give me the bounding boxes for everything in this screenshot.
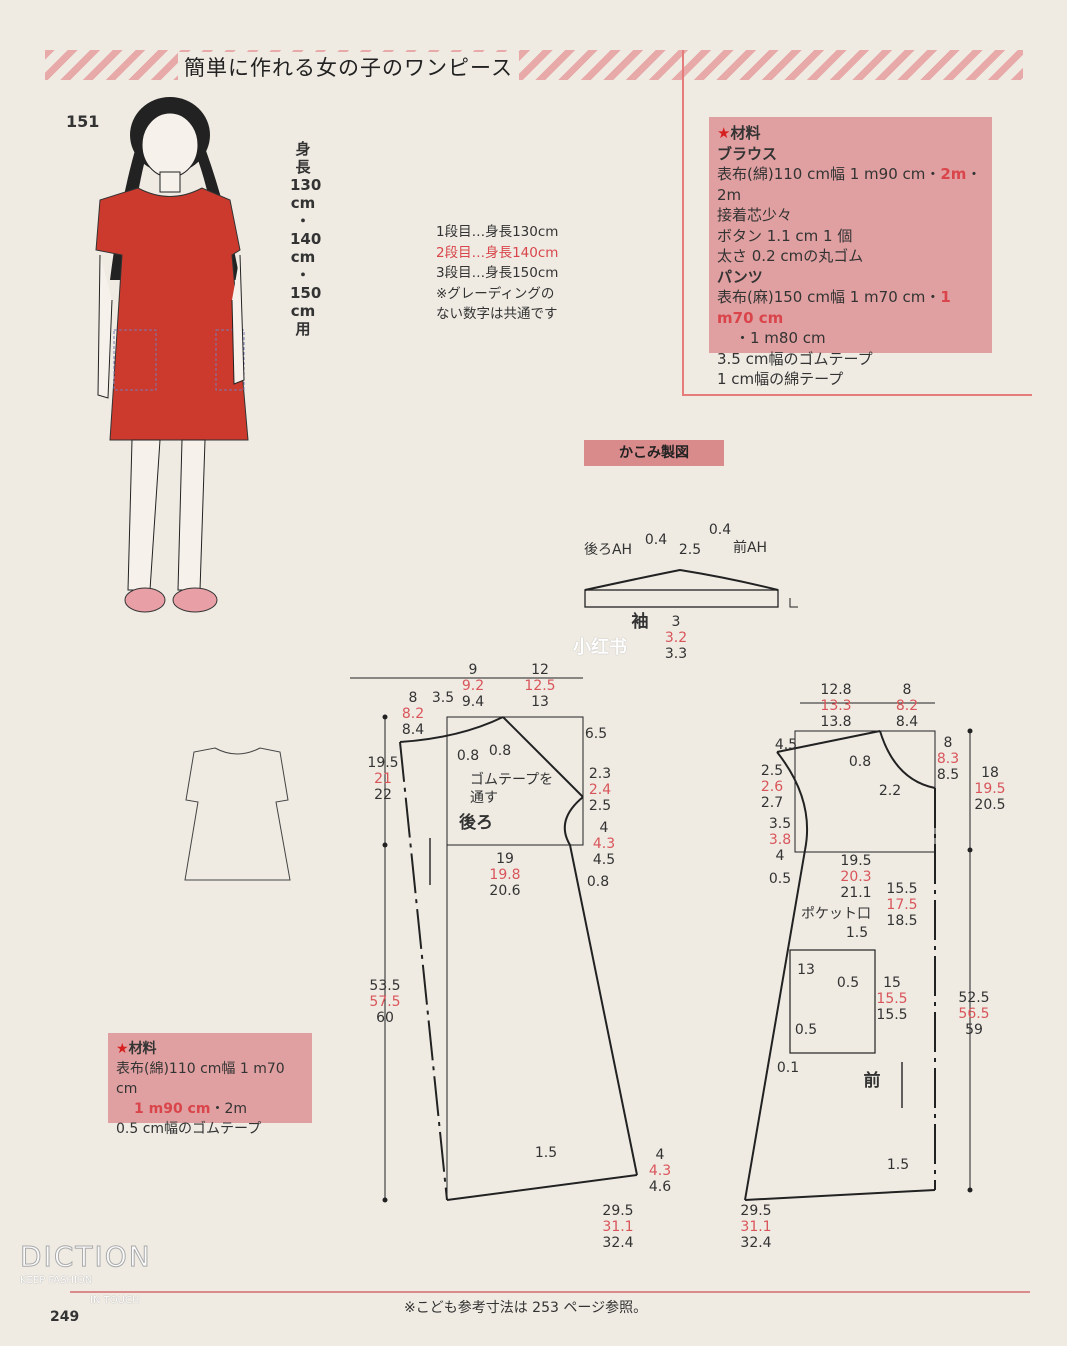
girl-illustration-icon bbox=[95, 97, 249, 613]
label: 0.5 bbox=[768, 871, 792, 887]
divider-horizontal bbox=[682, 394, 1032, 396]
page-number: 249 bbox=[50, 1309, 80, 1325]
star-icon: ★ bbox=[116, 1041, 129, 1057]
sleeve-label: 袖 bbox=[631, 612, 649, 632]
label: 0.8 bbox=[488, 743, 512, 759]
back-bodice-pattern bbox=[350, 677, 638, 1201]
note: ゴムテープを bbox=[470, 772, 554, 788]
label: 0.8 bbox=[586, 874, 610, 890]
label: 6.5 bbox=[584, 726, 608, 742]
label: 2.2 bbox=[878, 783, 902, 799]
label: 4.5 bbox=[774, 737, 798, 753]
label: 0.5 bbox=[794, 1022, 818, 1038]
front-piece-label: 前 bbox=[863, 1071, 881, 1091]
footer-note: ※こども参考寸法は 253 ページ参照。 bbox=[404, 1300, 648, 1316]
watermark-overlay: 小红书 bbox=[573, 637, 627, 658]
front-bodice-pattern bbox=[744, 702, 971, 1201]
divider-vertical bbox=[682, 50, 684, 396]
materials-box-main: ★材料 ブラウス 表布(綿)110 cm幅 1 m90 cm・2m・2m 接着芯… bbox=[709, 117, 992, 388]
page-title: 簡単に作れる女の子のワンピース bbox=[178, 52, 519, 82]
footer-rule bbox=[70, 1291, 1030, 1293]
label: 0.8 bbox=[456, 748, 480, 764]
sleeve-pattern bbox=[584, 568, 798, 608]
label: 0.4 bbox=[708, 522, 732, 538]
note: 通す bbox=[470, 790, 498, 806]
star-icon: ★ bbox=[717, 124, 731, 142]
label: 0.1 bbox=[776, 1060, 800, 1076]
back-piece-label: 後ろ bbox=[459, 813, 493, 833]
item-number: 151 bbox=[66, 112, 100, 131]
dress-sketch-icon bbox=[184, 747, 291, 881]
pocket-label: ポケット口 bbox=[801, 906, 871, 922]
grading-legend: 1段目…身長130cm 2段目…身長140cm 3段目…身長150cm ※グレー… bbox=[436, 224, 559, 322]
label: 3.5 bbox=[431, 690, 455, 706]
watermark-line1: KEEP FASHION bbox=[20, 1275, 93, 1286]
label-front-armhole: 前AH bbox=[732, 540, 768, 556]
watermark-brand: DICTION bbox=[20, 1240, 152, 1274]
materials-box-dress: ★材料 表布(綿)110 cm幅 1 m70 cm 1 m90 cm・2m 0.… bbox=[108, 1033, 312, 1137]
label: 1.5 bbox=[534, 1145, 558, 1161]
label: 0.8 bbox=[848, 754, 872, 770]
label-back-armhole: 後ろAH bbox=[583, 542, 633, 558]
label: 0.4 bbox=[644, 532, 668, 548]
label: 0.5 bbox=[836, 975, 860, 991]
dimension-dots bbox=[382, 714, 973, 1203]
watermark-line2: IN TOUCH bbox=[90, 1295, 140, 1306]
label: 1.5 bbox=[845, 925, 869, 941]
label: 13 bbox=[797, 962, 815, 978]
label: 1.5 bbox=[886, 1157, 910, 1173]
section-tag: かこみ製図 bbox=[584, 440, 724, 466]
label: 2.5 bbox=[678, 542, 702, 558]
